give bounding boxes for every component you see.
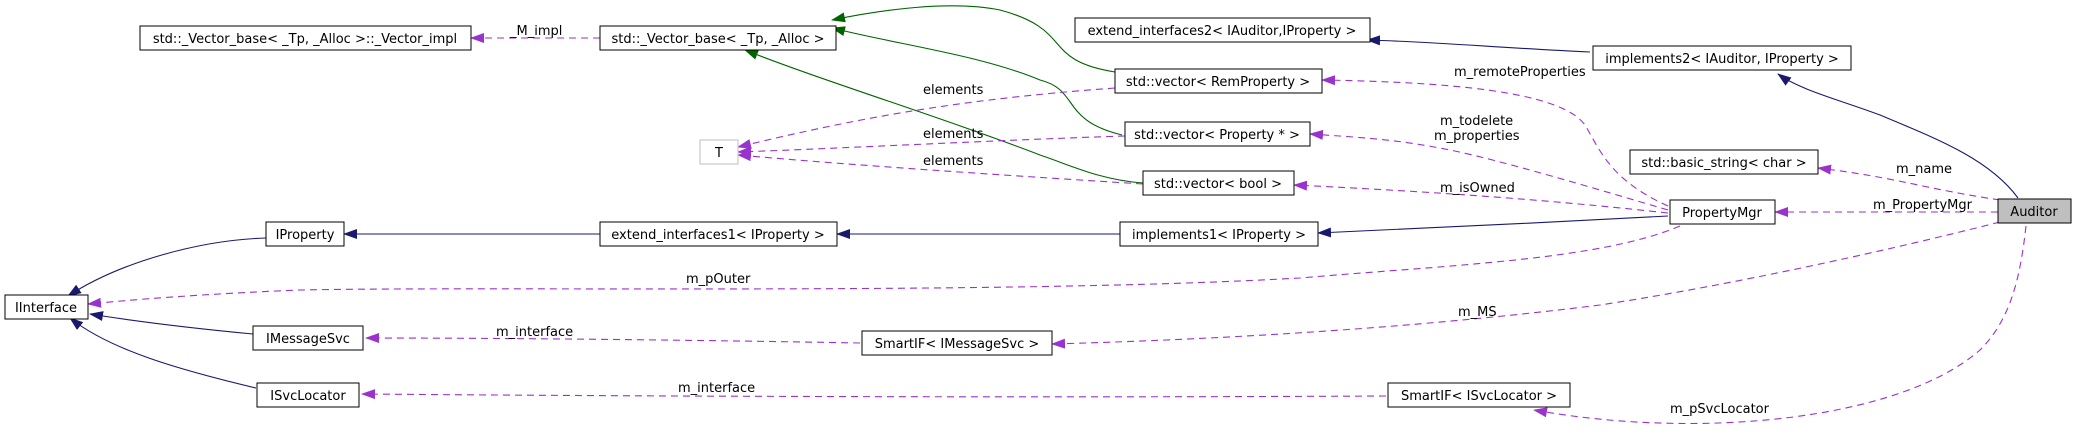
node-vector-bool[interactable]: std::vector< bool > [1142, 170, 1295, 196]
node-vector-base[interactable]: std::_Vector_base< _Tp, _Alloc > [599, 25, 837, 51]
svg-text:std::_Vector_base< _Tp, _Alloc: std::_Vector_base< _Tp, _Alloc >::_Vecto… [153, 32, 457, 47]
edge-isvclocator-to-iinterface [69, 317, 257, 389]
label-m-pouter: m_pOuter [686, 272, 751, 287]
node-basic-string[interactable]: std::basic_string< char > [1629, 149, 1819, 175]
label-m-remoteproperties: m_remoteProperties [1454, 65, 1586, 80]
edge-propertymgr-to-iinterface [87, 225, 1681, 308]
label-m-ms: m_MS [1458, 305, 1497, 320]
svg-text:implements1< IProperty >: implements1< IProperty > [1132, 228, 1306, 243]
edge-imessagesvc-to-iinterface [89, 311, 254, 335]
node-smartif-imessagesvc[interactable]: SmartIF< IMessageSvc > [861, 330, 1053, 356]
edge-auditor-to-implements2 [1777, 73, 2019, 199]
edge-labels: _M_impl elements elements elements m_rem… [496, 24, 1973, 417]
node-iproperty[interactable]: IProperty [265, 221, 345, 247]
node-t[interactable]: T [699, 139, 739, 165]
label-m-propertymgr: m_PropertyMgr [1873, 198, 1973, 213]
edge-auditor-to-basic-string [1817, 164, 2001, 201]
edge-propertymgr-to-property-ptr [1309, 129, 1669, 211]
label-elements: elements [923, 83, 984, 98]
svg-text:std::basic_string< char >: std::basic_string< char > [1641, 156, 1806, 171]
edge-remproperty-to-vector-base [831, 5, 1116, 73]
node-implements2[interactable]: implements2< IAuditor, IProperty > [1592, 45, 1852, 71]
svg-text:extend_interfaces2< IAuditor,I: extend_interfaces2< IAuditor,IProperty > [1088, 24, 1357, 39]
label-elements: elements [923, 154, 984, 169]
label-m-properties: m_properties [1434, 129, 1520, 144]
svg-text:SmartIF< ISvcLocator >: SmartIF< ISvcLocator > [1401, 389, 1557, 404]
edge-propertymgr-to-bool [1293, 180, 1669, 214]
edge-smartif-svclocator-to-isvclocator [361, 389, 1387, 400]
label-m-interface: m_interface [496, 325, 573, 340]
edge-auditor-to-smartif-svclocator [1533, 225, 2027, 425]
node-propertymgr[interactable]: PropertyMgr [1669, 199, 1776, 225]
svg-text:SmartIF< IMessageSvc >: SmartIF< IMessageSvc > [875, 337, 1040, 352]
svg-text:std::vector< Property * >: std::vector< Property * > [1134, 128, 1300, 143]
svg-text:std::_Vector_base< _Tp, _Alloc: std::_Vector_base< _Tp, _Alloc > [611, 32, 824, 47]
nodes: std::_Vector_base< _Tp, _Alloc >::_Vecto… [4, 17, 2072, 408]
edge-bool-to-vector-base [744, 49, 1144, 184]
edge-remproperty-to-t [737, 87, 1116, 149]
node-vector-remproperty[interactable]: std::vector< RemProperty > [1114, 68, 1323, 94]
node-auditor[interactable]: Auditor [1997, 198, 2072, 224]
node-iinterface[interactable]: IInterface [4, 294, 89, 320]
svg-text:IProperty: IProperty [276, 228, 335, 243]
edge-property-ptr-to-vector-base [831, 26, 1123, 136]
node-imessagesvc[interactable]: IMessageSvc [252, 325, 364, 351]
node-vector-impl[interactable]: std::_Vector_base< _Tp, _Alloc >::_Vecto… [139, 25, 472, 51]
edge-implements2-to-extend-interfaces2 [1366, 35, 1591, 53]
node-extend-interfaces2[interactable]: extend_interfaces2< IAuditor,IProperty > [1074, 17, 1371, 43]
svg-text:Auditor: Auditor [2010, 205, 2058, 220]
label-m-todelete: m_todelete [1440, 114, 1513, 129]
label-m-interface: m_interface [678, 381, 755, 396]
edge-property-ptr-to-t [737, 135, 1126, 157]
svg-text:IInterface: IInterface [15, 301, 77, 316]
label-m-name: m_name [1896, 162, 1952, 177]
node-vector-property-ptr[interactable]: std::vector< Property * > [1124, 121, 1311, 147]
svg-text:std::vector< bool >: std::vector< bool > [1154, 177, 1282, 192]
edges [67, 5, 2027, 425]
label-m-impl: _M_impl [509, 24, 562, 39]
label-m-psvclocator: m_pSvcLocator [1670, 402, 1770, 417]
node-smartif-isvclocator[interactable]: SmartIF< ISvcLocator > [1387, 382, 1571, 408]
label-elements: elements [923, 127, 984, 142]
svg-text:std::vector< RemProperty >: std::vector< RemProperty > [1126, 75, 1310, 90]
label-m-isowned: m_isOwned [1440, 181, 1515, 196]
edge-smartif-messagesvc-to-imessagesvc [365, 333, 861, 344]
svg-text:implements2< IAuditor, IProper: implements2< IAuditor, IProperty > [1605, 52, 1839, 67]
svg-text:ISvcLocator: ISvcLocator [270, 389, 346, 404]
edge-auditor-to-smartif-messagesvc [1051, 221, 2001, 349]
svg-text:extend_interfaces1< IProperty: extend_interfaces1< IProperty > [611, 228, 824, 243]
node-implements1[interactable]: implements1< IProperty > [1119, 221, 1319, 247]
svg-text:PropertyMgr: PropertyMgr [1682, 206, 1762, 221]
svg-text:T: T [714, 146, 723, 161]
node-isvclocator[interactable]: ISvcLocator [256, 382, 360, 408]
svg-text:IMessageSvc: IMessageSvc [266, 332, 350, 347]
edge-propertymgr-to-implements1 [1317, 215, 1669, 238]
edge-iproperty-to-iinterface [67, 237, 267, 297]
node-extend-interfaces1[interactable]: extend_interfaces1< IProperty > [599, 221, 838, 247]
